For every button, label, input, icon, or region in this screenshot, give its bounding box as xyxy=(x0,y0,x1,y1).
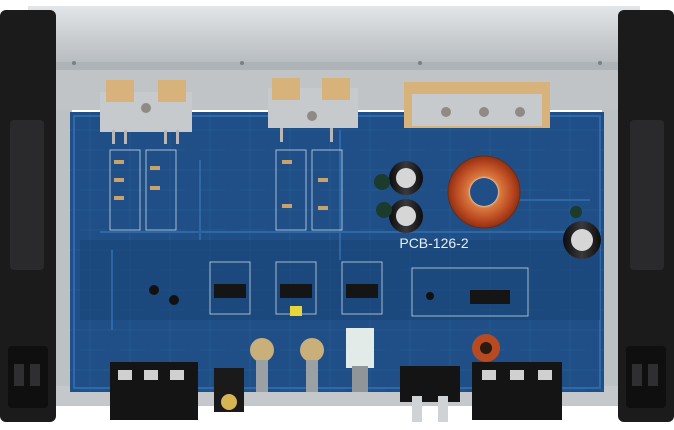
small-parts xyxy=(114,160,510,316)
board-label: PCB-126-2 xyxy=(399,235,468,251)
transistor-bracket-middle xyxy=(268,78,358,142)
rca-jack xyxy=(214,368,244,412)
right-endcap xyxy=(618,10,674,422)
potentiometer-2 xyxy=(300,338,324,392)
capacitor-large-2 xyxy=(389,199,423,233)
component-array xyxy=(109,149,529,317)
transistor-bracket-left xyxy=(100,80,192,144)
speaker-terminal xyxy=(400,366,460,422)
transistor-bracket-right xyxy=(404,82,550,128)
pcb-board xyxy=(70,112,604,392)
switch xyxy=(346,328,374,392)
right-terminal-block xyxy=(472,362,562,420)
left-endcap xyxy=(0,10,56,422)
potentiometer-1 xyxy=(250,338,274,392)
left-terminal-block xyxy=(110,362,198,420)
capacitor-large-1 xyxy=(389,161,423,195)
toroid-inductor xyxy=(447,155,521,229)
capacitor-right xyxy=(563,221,601,259)
